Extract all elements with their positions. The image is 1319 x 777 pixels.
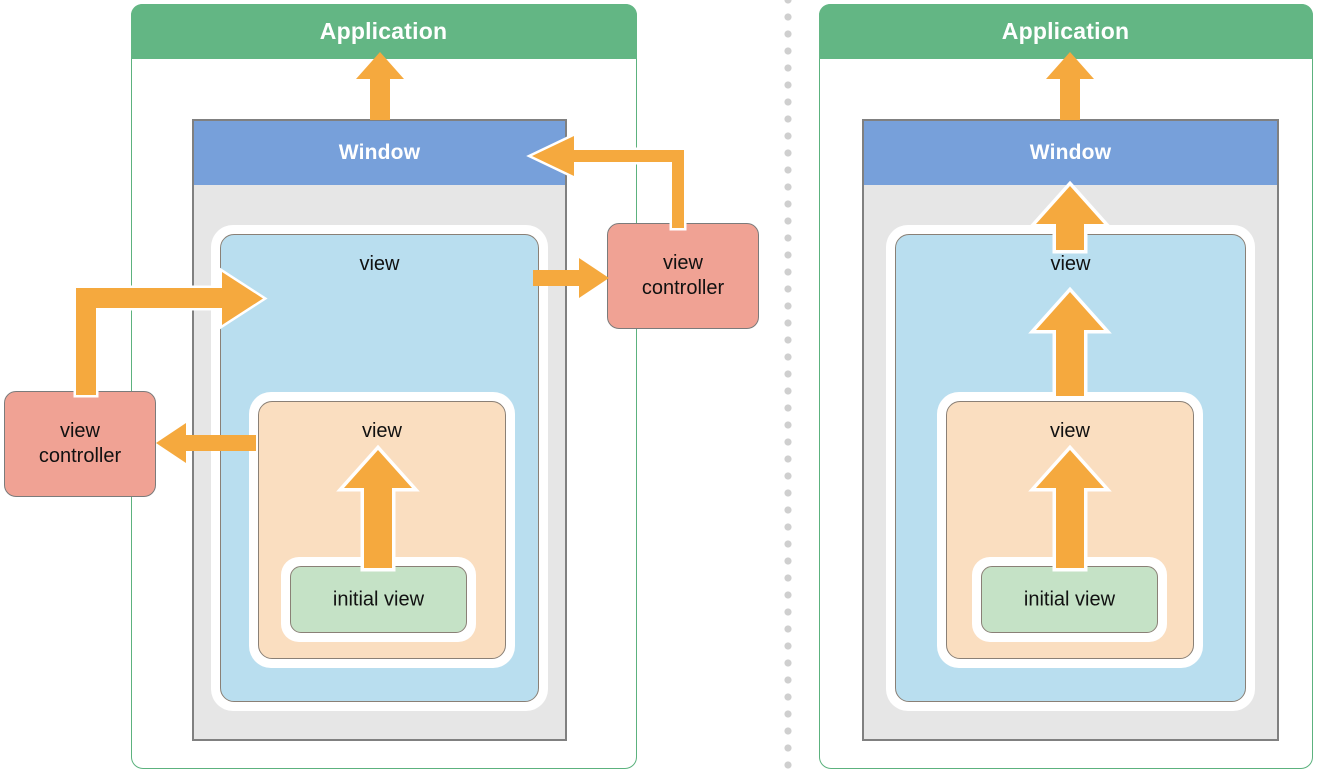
left-outer-view-label: view [359, 253, 400, 275]
left-inner-view-controller-box: view controller [4, 391, 156, 497]
left-arrow-initial-view-to-inner-view [336, 444, 420, 572]
left-outer-view-controller-box: view controller [607, 223, 759, 329]
left-arrow-outer-view-to-view-controller [533, 258, 609, 298]
left-application-label: Application [319, 17, 448, 44]
right-application-header: Application [818, 3, 1313, 59]
right-outer-view-label: view [1050, 253, 1091, 275]
left-initial-view-box: initial view [290, 566, 467, 633]
left-window-header: Window [194, 121, 565, 185]
left-arrow-window-to-application [352, 52, 408, 120]
right-window-label: Window [1029, 141, 1112, 164]
left-arrow-view-controller-to-window [516, 128, 696, 231]
left-inner-view-label: view [361, 420, 402, 442]
left-arrow-inner-view-controller-to-outer-view [72, 267, 268, 398]
right-application-label: Application [1001, 17, 1130, 44]
left-inner-view-controller-label: view controller [38, 420, 122, 467]
left-initial-view-label: initial view [332, 588, 425, 610]
right-arrow-outer-view-to-window [1028, 180, 1112, 254]
left-application-header: Application [130, 3, 637, 59]
left-arrow-inner-view-to-view-controller [156, 423, 256, 463]
right-arrow-window-to-application [1042, 52, 1098, 120]
left-outer-view-controller-label: view controller [641, 252, 725, 299]
panel-divider-dotted-line [784, 0, 792, 777]
right-window-header: Window [864, 121, 1277, 185]
right-arrow-inner-view-to-outer-view [1028, 286, 1112, 400]
left-window-label: Window [338, 141, 421, 164]
right-arrow-initial-view-to-inner-view [1028, 444, 1112, 572]
right-initial-view-label: initial view [1023, 588, 1116, 610]
right-initial-view-box: initial view [981, 566, 1158, 633]
right-inner-view-label: view [1049, 420, 1090, 442]
left-initial-view-halo: initial view [281, 557, 476, 642]
